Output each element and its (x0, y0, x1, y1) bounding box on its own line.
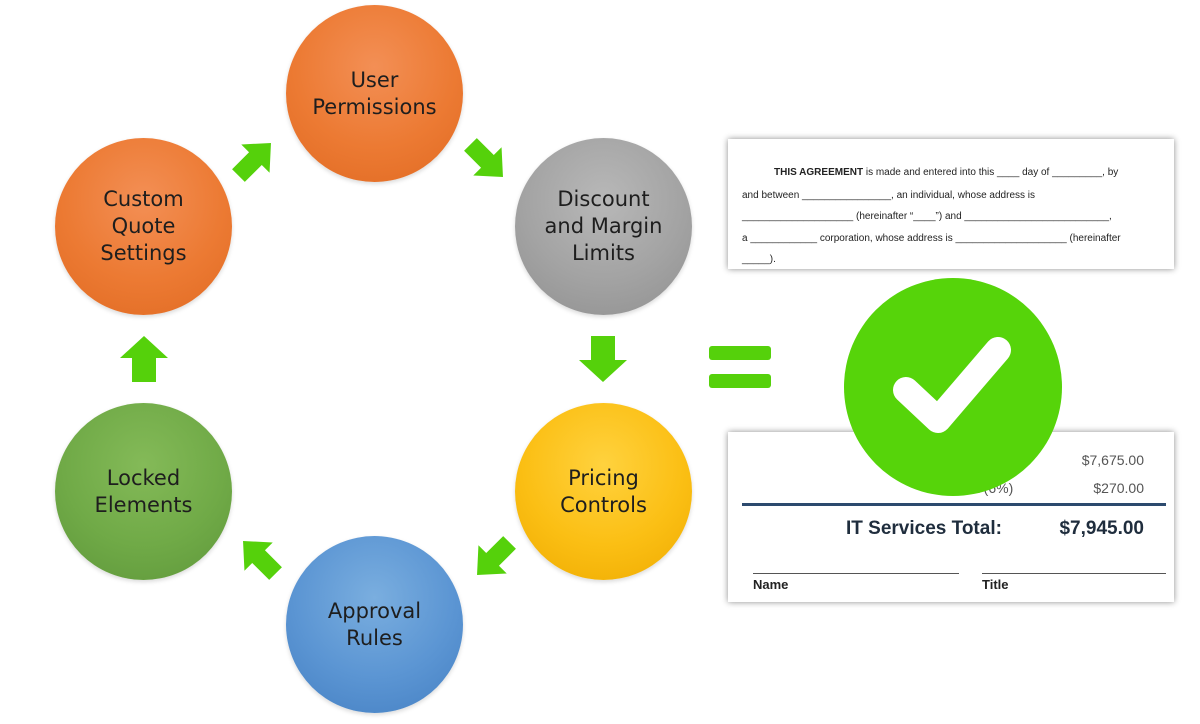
node-label: Locked Elements (94, 465, 193, 517)
node-pricing-controls: Pricing Controls (515, 403, 692, 580)
name-signature-line (753, 573, 959, 574)
node-user-permissions: User Permissions (286, 5, 463, 182)
agreement-line-4: a ____________ corporation, whose addres… (742, 233, 1121, 244)
title-signature-line (982, 573, 1166, 574)
tax-value: $270.00 (1093, 480, 1144, 496)
agreement-line-3: ____________________ (hereinafter “____”… (742, 211, 1112, 222)
node-locked-elements: Locked Elements (55, 403, 232, 580)
equals-bar-top (709, 346, 771, 360)
agreement-line-5: _____). (742, 254, 776, 265)
node-discount-margin-limits: Discount and Margin Limits (515, 138, 692, 315)
arrow-icon (579, 336, 627, 382)
arrow-icon (477, 536, 516, 575)
node-label: Custom Quote Settings (100, 187, 187, 265)
arrow-icon (120, 336, 168, 382)
name-label: Name (753, 577, 789, 592)
total-value: $7,945.00 (1059, 518, 1144, 539)
agreement-line-1: THIS AGREEMENT is made and entered into … (774, 167, 1119, 178)
divider (742, 503, 1166, 506)
subtotal-value: $7,675.00 (1081, 452, 1144, 468)
node-label: Pricing Controls (560, 465, 647, 517)
agreement-document: THIS AGREEMENT is made and entered into … (728, 139, 1174, 269)
title-label: Title (982, 577, 1009, 592)
node-label: Discount and Margin Limits (544, 187, 663, 265)
total-label: IT Services Total: (846, 518, 1002, 539)
node-label: User Permissions (312, 67, 437, 119)
agreement-line-2: and between ________________, an individ… (742, 190, 1036, 201)
check-badge (844, 278, 1062, 496)
node-custom-quote-settings: Custom Quote Settings (55, 138, 232, 315)
equals-bar-bottom (709, 374, 771, 388)
arrow-icon (243, 541, 282, 580)
arrow-icon (464, 138, 503, 177)
node-label: Approval Rules (327, 598, 422, 650)
arrow-icon (232, 143, 271, 182)
node-approval-rules: Approval Rules (286, 536, 463, 713)
checkmark-icon (893, 337, 1011, 433)
